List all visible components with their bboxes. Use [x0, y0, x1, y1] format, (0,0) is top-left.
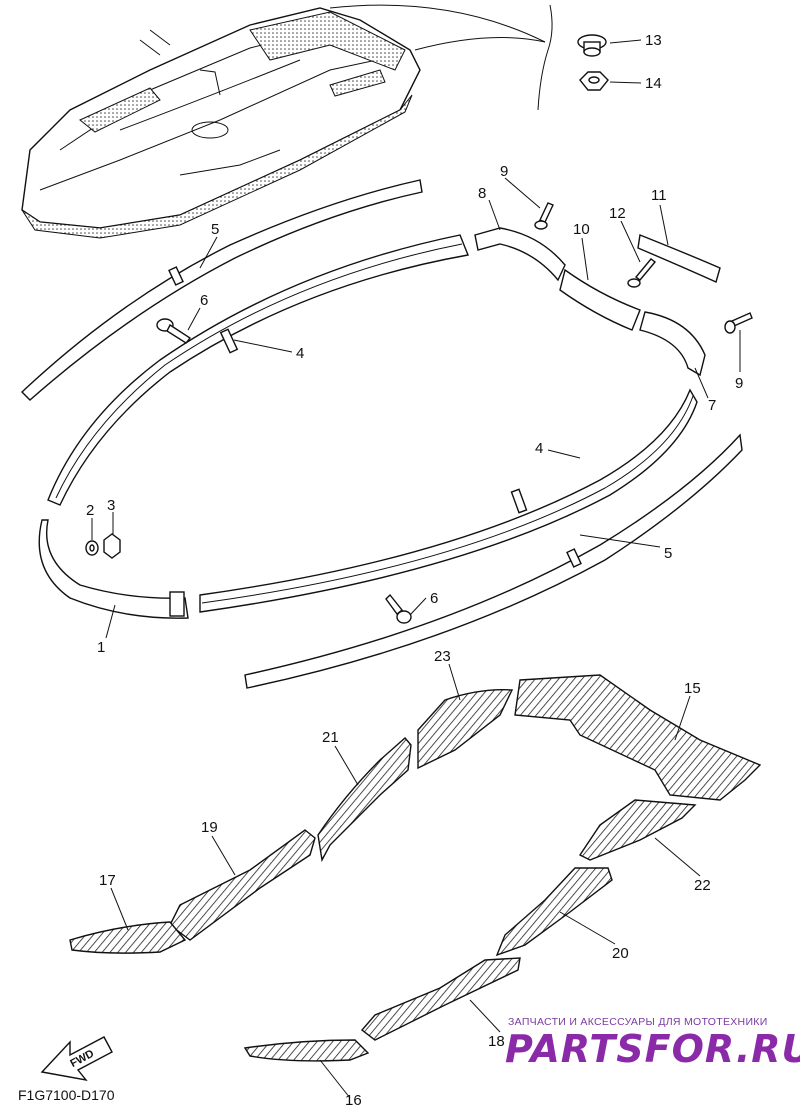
- mat-21: [317, 737, 412, 863]
- screw-6-upper-icon: [156, 318, 192, 344]
- corner-piece-8: [474, 227, 566, 282]
- bolt-13-icon: [577, 34, 607, 57]
- callout-19: 19: [201, 819, 218, 836]
- callout-numbers: 13 14 5 6 4 9 8 10 12 11 9 7 4 5 2 3 1 6…: [86, 32, 743, 1107]
- mat-22: [578, 799, 697, 861]
- callout-20: 20: [612, 945, 629, 962]
- callout-7: 7: [708, 397, 716, 414]
- callout-21: 21: [322, 729, 339, 746]
- mat-17: [69, 921, 187, 954]
- callout-9-upper: 9: [500, 163, 508, 180]
- mat-20: [495, 867, 613, 957]
- callout-5-lower: 5: [664, 545, 672, 562]
- rail-strip-5-lower: [244, 433, 743, 689]
- watercraft-illustration: [21, 4, 553, 239]
- callout-4-upper: 4: [296, 345, 304, 362]
- gunwale-channel-4-right: [199, 388, 698, 613]
- watermark-logo: PARTSFOR.RU: [505, 1027, 800, 1071]
- callout-17: 17: [99, 872, 116, 889]
- callout-14: 14: [645, 75, 662, 92]
- callout-18: 18: [488, 1033, 505, 1050]
- gunwale-channel-4-left: [47, 234, 469, 506]
- callout-16: 16: [345, 1092, 362, 1107]
- mat-15: [514, 674, 762, 801]
- rail-strips: [20, 179, 743, 689]
- rivet-12-icon: [627, 258, 657, 288]
- callout-12: 12: [609, 205, 626, 222]
- callout-6-upper: 6: [200, 292, 208, 309]
- mat-18: [360, 957, 521, 1041]
- callout-10: 10: [573, 221, 590, 238]
- strip-11: [637, 234, 721, 283]
- leader-lines: [91, 39, 741, 1099]
- fwd-arrow-icon: [40, 1036, 113, 1082]
- mat-23: [417, 689, 514, 770]
- rivet-9-upper-icon: [534, 202, 554, 230]
- callout-4-right: 4: [535, 440, 543, 457]
- corner-piece-7: [639, 311, 706, 377]
- screw-6-lower-icon: [385, 593, 412, 624]
- callout-6-lower: 6: [430, 590, 438, 607]
- forward-arrow: FWD: [40, 1036, 113, 1082]
- callout-1: 1: [97, 639, 105, 656]
- rivet-9-right-icon: [724, 312, 753, 334]
- watermark-tagline: ЗАПЧАСТИ И АКСЕССУАРЫ ДЛЯ МОТОТЕХНИКИ: [508, 1016, 768, 1028]
- bow-corner-1: [38, 519, 189, 619]
- callout-11: 11: [651, 187, 667, 204]
- diagram-code: F1G7100-D170: [18, 1087, 115, 1103]
- callout-5-upper: 5: [211, 221, 219, 238]
- callout-22: 22: [694, 877, 711, 894]
- deck-mats: [69, 674, 762, 1062]
- callout-3: 3: [107, 497, 115, 514]
- callout-2: 2: [86, 502, 94, 519]
- fasteners: [85, 34, 753, 624]
- callout-13: 13: [645, 32, 662, 49]
- callout-15: 15: [684, 680, 701, 697]
- mat-16: [243, 1039, 370, 1062]
- callout-23: 23: [434, 648, 451, 665]
- washer-2-icon: [85, 540, 99, 556]
- watermark: ЗАПЧАСТИ И АКСЕССУАРЫ ДЛЯ МОТОТЕХНИКИ PA…: [505, 1016, 800, 1071]
- callout-8: 8: [478, 185, 486, 202]
- callout-9-right: 9: [735, 375, 743, 392]
- rail-strip-5-upper: [20, 179, 423, 401]
- mat-19: [169, 829, 316, 941]
- nut-14-icon: [579, 71, 609, 91]
- nut-3-icon: [103, 533, 121, 559]
- joint-piece-10: [559, 268, 641, 331]
